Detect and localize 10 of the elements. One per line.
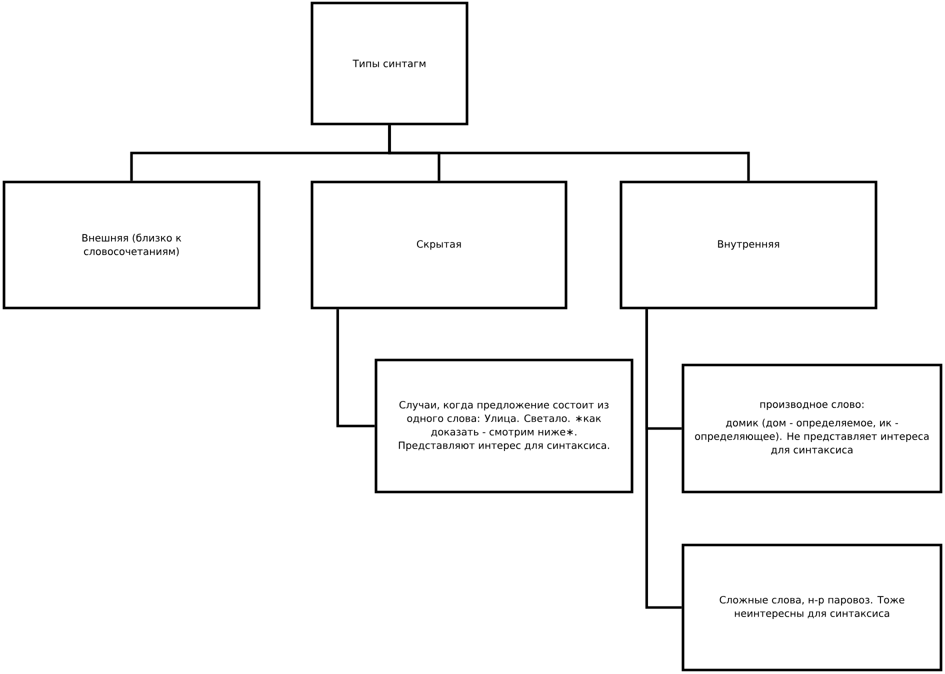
text-box: Типы синтагм (310, 2, 468, 126)
connector-line (336, 309, 375, 428)
text-box: Случаи, когда предложение состоит из одного слова: Улица. Светало. ∗как доказать - смотрим ниже∗. Представляют интерес для синтаксиса. (374, 358, 634, 494)
connector-line (645, 309, 682, 609)
connector-line (388, 125, 750, 181)
text-box: Скрытая (310, 180, 568, 310)
text-box: Внутренняя (620, 180, 878, 310)
text-box: производное слово: домик (дом - определяемое, ик - определяющее). Не представляет интереса для синтаксиса (682, 364, 942, 494)
text-box: Сложные слова, н-р паровоз. Тоже неинтересны для синтаксиса (682, 544, 942, 672)
text-box: Внешняя (близко к словосочетаниям) (2, 180, 260, 310)
